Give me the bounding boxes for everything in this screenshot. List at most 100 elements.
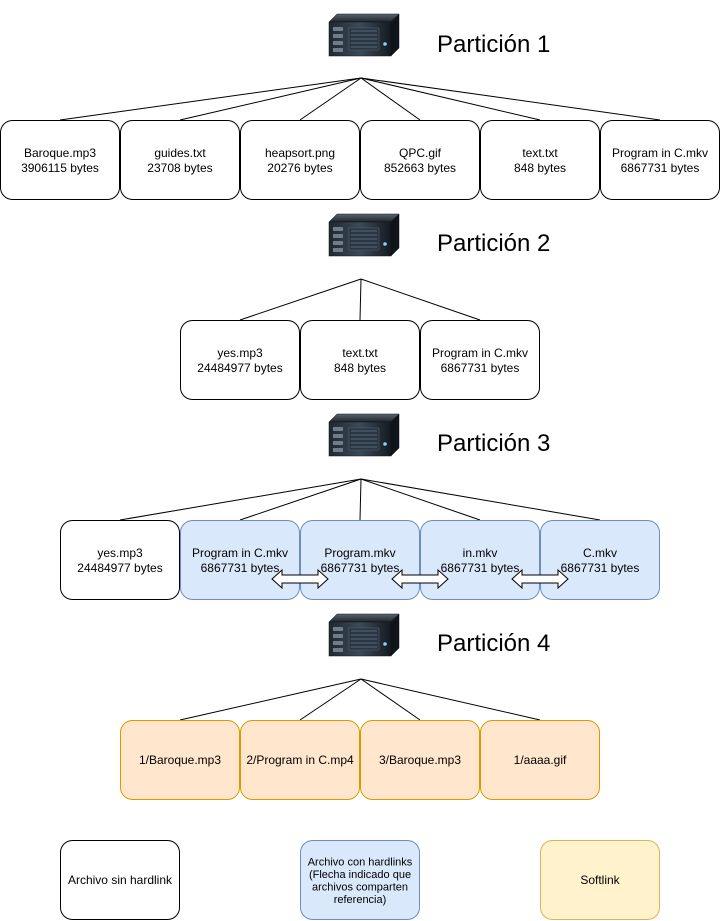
legend-label: referencia)	[334, 894, 387, 906]
file-box	[360, 720, 480, 800]
file-size: 23708 bytes	[147, 161, 212, 175]
file-size: 848 bytes	[514, 161, 566, 175]
tree-edge	[360, 278, 481, 321]
file-node[interactable]: 3/Baroque.mp3	[360, 720, 480, 800]
legend-label: Softlink	[580, 873, 620, 887]
partition-4: Partición 4 1/Baroque.mp3 2/Program in C.m…	[120, 613, 600, 800]
softlink-path: 2/Program in C.mp4	[246, 753, 354, 767]
tree-edge	[360, 678, 541, 721]
softlink-path: 3/Baroque.mp3	[379, 753, 461, 767]
tree-edge	[359, 478, 362, 521]
file-name: Program in C.mkv	[432, 346, 528, 360]
partition-title: Partición 1	[437, 31, 550, 58]
file-node[interactable]: 2/Program in C.mp4	[240, 720, 360, 800]
tree-edge	[239, 278, 362, 321]
file-box	[120, 120, 240, 200]
file-name: C.mkv	[583, 546, 617, 560]
tree-edge	[359, 278, 362, 321]
file-name: heapsort.png	[265, 146, 335, 160]
file-size: 6867731 bytes	[561, 561, 640, 575]
partition-title: Partición 4	[437, 630, 550, 657]
tree-edge	[360, 77, 421, 121]
file-box	[180, 520, 300, 600]
file-name: guides.txt	[154, 146, 206, 160]
hardlink-double-arrow-icon	[271, 568, 329, 590]
legend-swatch	[60, 840, 180, 920]
tree-edge	[299, 678, 362, 721]
legend-label: (Flecha indicado que	[309, 869, 411, 881]
file-box	[120, 720, 240, 800]
legend-swatch	[300, 840, 420, 920]
server-icon	[328, 613, 400, 657]
file-name: text.txt	[342, 346, 378, 360]
file-node[interactable]: 1/aaaa.gif	[480, 720, 600, 800]
file-name: yes.mp3	[97, 546, 143, 560]
file-size: 24484977 bytes	[77, 561, 162, 575]
tree-edge	[360, 77, 661, 121]
file-name: Program.mkv	[324, 546, 395, 560]
legend-label: archivos comparten	[312, 881, 408, 893]
file-node[interactable]: 1/Baroque.mp3	[120, 720, 240, 800]
partition-title: Partición 2	[437, 230, 550, 257]
file-box	[480, 720, 600, 800]
file-box	[300, 320, 420, 400]
file-name: in.mkv	[463, 546, 498, 560]
softlink-path: 1/Baroque.mp3	[139, 753, 221, 767]
file-size: 6867731 bytes	[201, 561, 280, 575]
server-icon	[328, 13, 400, 57]
file-size: 6867731 bytes	[321, 561, 400, 575]
file-name: yes.mp3	[217, 346, 263, 360]
legend-label: Archivo sin hardlink	[68, 873, 173, 887]
file-box	[240, 720, 360, 800]
file-box	[60, 520, 180, 600]
tree-edge	[299, 77, 362, 121]
file-name: Program in C.mkv	[612, 146, 708, 160]
file-box	[540, 520, 660, 600]
file-box	[420, 520, 540, 600]
tree-edge	[360, 478, 601, 521]
tree-edge	[179, 678, 362, 721]
file-name: QPC.gif	[399, 146, 442, 160]
hardlink-double-arrow-icon	[391, 568, 449, 590]
hardlink-double-arrow-icon	[511, 568, 569, 590]
tree-edge	[179, 77, 362, 121]
file-box	[0, 120, 120, 200]
file-box	[300, 520, 420, 600]
file-box	[480, 120, 600, 200]
file-size: 848 bytes	[334, 361, 386, 375]
server-icon	[328, 413, 400, 457]
legend-item: Archivo con hardlinks(Flecha indicado qu…	[300, 840, 420, 920]
file-box	[360, 120, 480, 200]
partition-title: Partición 3	[437, 430, 550, 457]
file-box	[420, 320, 540, 400]
file-size: 852663 bytes	[384, 161, 456, 175]
tree-edge	[360, 478, 481, 521]
file-name: Program in C.mkv	[192, 546, 288, 560]
tree-edge	[360, 678, 421, 721]
file-box	[240, 120, 360, 200]
file-size: 24484977 bytes	[197, 361, 282, 375]
file-name: Baroque.mp3	[24, 146, 96, 160]
file-name: text.txt	[522, 146, 558, 160]
legend-item: Archivo sin hardlink	[60, 840, 180, 920]
file-size: 20276 bytes	[267, 161, 332, 175]
legend-swatch	[540, 840, 660, 920]
file-box	[180, 320, 300, 400]
